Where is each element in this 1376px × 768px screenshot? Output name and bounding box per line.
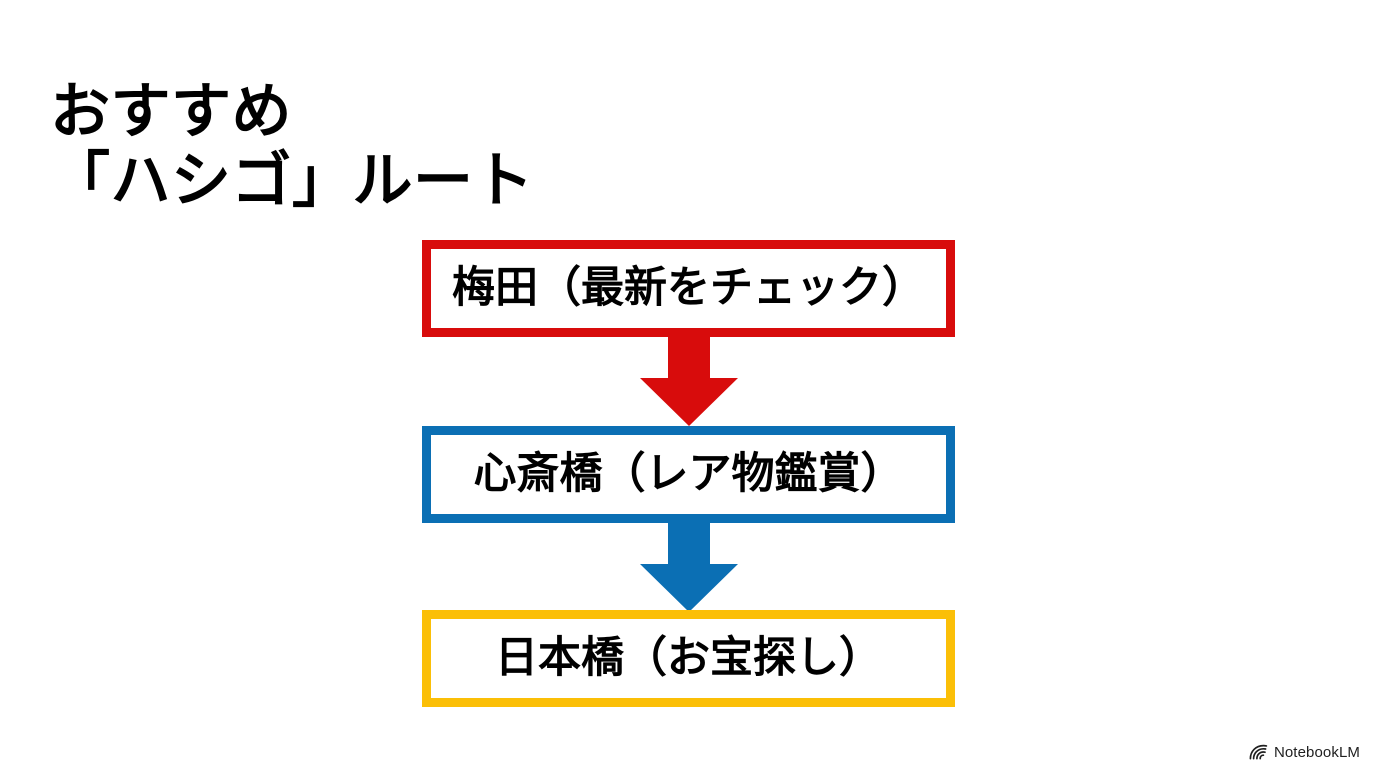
arrow-down-shape — [640, 523, 738, 612]
notebooklm-spiral-icon — [1249, 744, 1268, 760]
notebooklm-label: NotebookLM — [1273, 743, 1360, 761]
flow-step-label: 梅田（最新をチェック） — [452, 264, 925, 312]
arrow-down-shape — [640, 337, 738, 426]
flow-step-nipponbashi[interactable]: 日本橋（お宝探し） — [422, 610, 955, 707]
flow-step-shinsaibashi[interactable]: 心斎橋（レア物鑑賞） — [422, 426, 955, 523]
flowchart: 梅田（最新をチェック） 心斎橋（レア物鑑賞） 日本橋（お宝探し） — [422, 240, 955, 710]
flow-arrow-down-red — [640, 337, 738, 426]
flow-step-label: 心斎橋（レア物鑑賞） — [473, 450, 904, 498]
page-title: おすすめ 「ハシゴ」ルート — [50, 78, 534, 214]
flow-step-umeda[interactable]: 梅田（最新をチェック） — [422, 240, 955, 337]
notebooklm-watermark: NotebookLM — [1249, 744, 1360, 760]
flow-arrow-down-blue — [640, 523, 738, 612]
flow-step-label: 日本橋（お宝探し） — [495, 634, 882, 682]
